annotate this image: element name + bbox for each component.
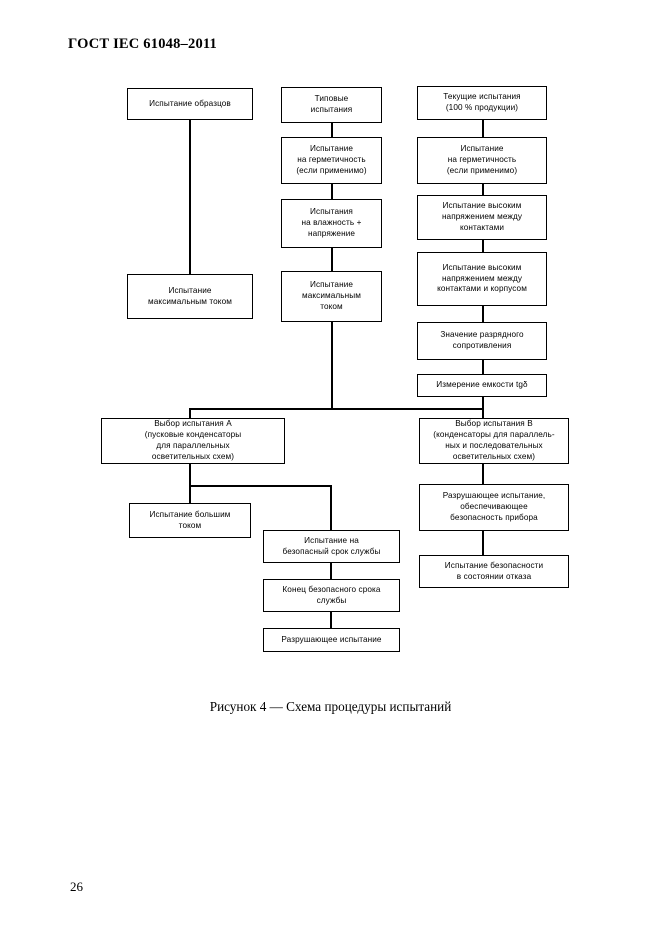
edge-n7-n10 [482, 240, 484, 252]
node-label: Текущие испытания(100 % продукции) [443, 92, 521, 112]
edge-n6-n9 [331, 248, 333, 271]
edge-n9-bus [331, 322, 333, 409]
edge-n11-n12 [482, 360, 484, 374]
node-capacitance-tg-delta[interactable]: Измерение емкости tgδ [417, 374, 547, 397]
edge-n4-n6 [331, 184, 333, 199]
edge-n16-n18 [482, 531, 484, 555]
node-routine-tests[interactable]: Текущие испытания(100 % продукции) [417, 86, 547, 120]
node-label: Испытание образцов [149, 98, 231, 108]
edge-bus-ab [190, 408, 484, 410]
edge-n12-bus [482, 397, 484, 409]
edge-n17-n19 [330, 563, 332, 579]
edge-n13-n15 [189, 485, 191, 503]
edge-n14-n16 [482, 464, 484, 484]
node-destructive-test[interactable]: Разрушающее испытание [263, 628, 400, 652]
document-header: ГОСТ IEC 61048–2011 [68, 36, 217, 52]
edge-bus-to-n14 [482, 408, 484, 418]
edge-n3-n5 [482, 120, 484, 137]
edge-n5-n7 [482, 184, 484, 195]
edge-n10-n11 [482, 306, 484, 322]
node-sample-test[interactable]: Испытание образцов [127, 88, 253, 120]
edge-n19-n20 [330, 612, 332, 628]
figure-caption: Рисунок 4 — Схема процедуры испытаний [209, 699, 452, 714]
node-label: Разрушающее испытание [281, 634, 382, 644]
edge-n13-stem [189, 464, 191, 486]
edge-n1-n8 [189, 120, 191, 274]
page-number: 26 [70, 879, 83, 894]
edge-n13-n17 [330, 485, 332, 530]
edge-bus-to-n13 [189, 408, 191, 418]
edge-n13-split [189, 485, 332, 487]
edge-n2-n4 [331, 123, 333, 137]
node-test-selection-b[interactable]: Выбор испытания В(конденсаторы для парал… [419, 418, 569, 464]
node-label: Выбор испытания В(конденсаторы для парал… [433, 419, 555, 461]
node-label: Измерение емкости tgδ [436, 380, 528, 390]
